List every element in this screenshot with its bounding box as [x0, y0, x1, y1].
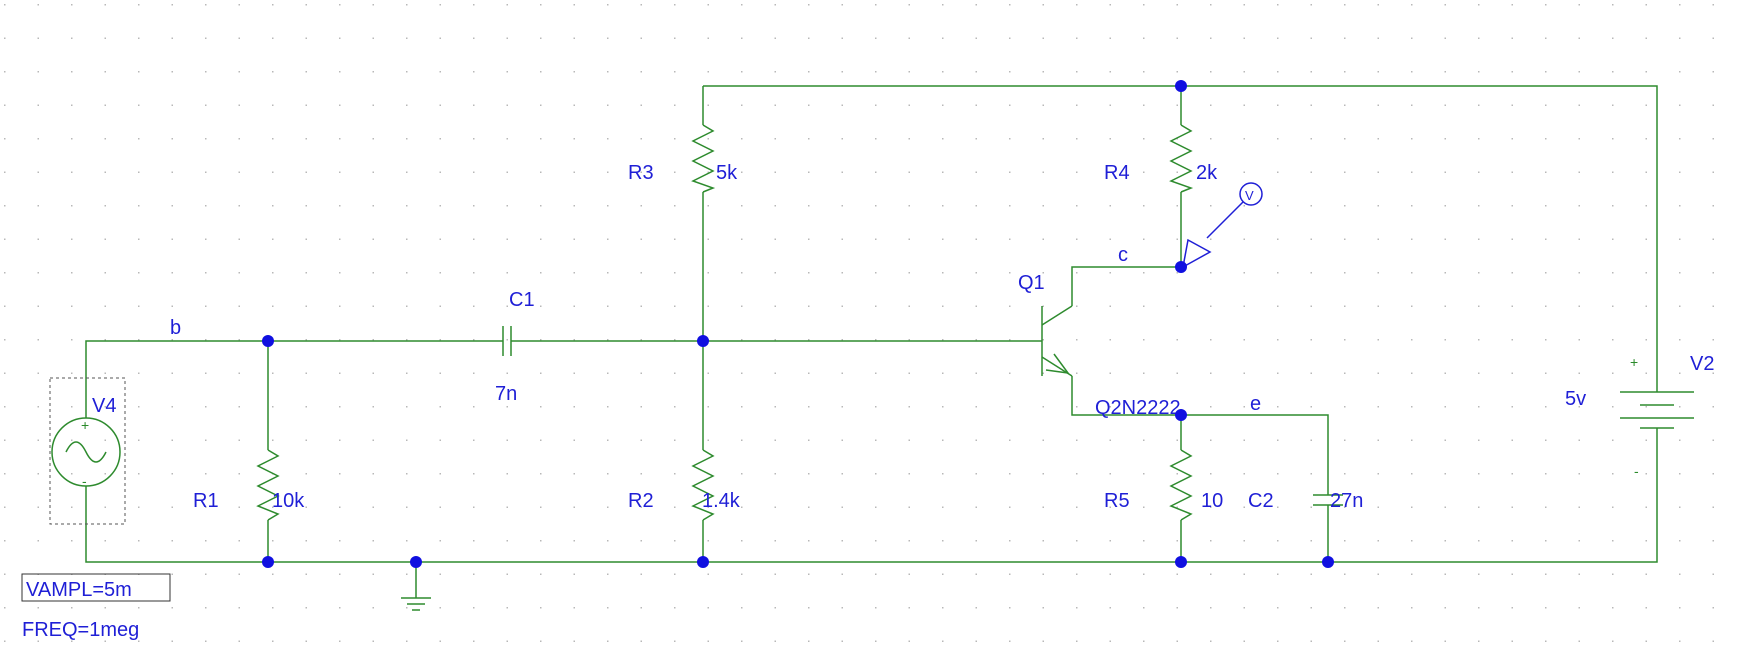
c1-capacitor[interactable] — [492, 326, 522, 356]
v4-ref-label: V4 — [92, 395, 116, 417]
v4-freq-label[interactable]: FREQ=1meg — [22, 619, 139, 641]
r1-ref-label: R1 — [193, 490, 219, 512]
node-gnd-r2 — [697, 556, 709, 568]
c2-value-label: 27n — [1330, 490, 1363, 512]
net-label-e: e — [1250, 393, 1261, 415]
wires — [85, 85, 1658, 598]
v4-minus: - — [82, 473, 87, 489]
node-b-r1 — [262, 335, 274, 347]
junction-nodes — [262, 80, 1334, 568]
wire-emitter — [1071, 376, 1329, 495]
wire-v4-to-b — [85, 340, 492, 386]
v4-plus: + — [81, 417, 89, 433]
v2-ref-label: V2 — [1690, 353, 1714, 375]
net-label-c: c — [1118, 244, 1128, 266]
wire-bottom-rail — [85, 428, 1658, 563]
r1-resistor[interactable] — [256, 449, 280, 521]
node-base — [697, 335, 709, 347]
node-gnd — [410, 556, 422, 568]
r4-resistor[interactable] — [1169, 124, 1194, 193]
q1-ref-label: Q1 — [1018, 272, 1045, 294]
c1-ref-label: C1 — [509, 289, 535, 311]
r5-ref-label: R5 — [1104, 490, 1130, 512]
node-emitter — [1175, 409, 1187, 421]
v4-ac-source[interactable]: + - V4 — [49, 377, 126, 525]
r1-value-label: 10k — [272, 490, 305, 512]
q1-model-label: Q2N2222 — [1095, 397, 1181, 419]
vampl-box — [21, 573, 171, 602]
ground-symbol[interactable] — [401, 597, 431, 611]
v2-plus: + — [1630, 354, 1638, 370]
node-gnd-r1 — [262, 556, 274, 568]
node-top-r4 — [1175, 80, 1187, 92]
r3-resistor[interactable] — [691, 124, 716, 193]
node-collector — [1175, 261, 1187, 273]
net-label-b: b — [170, 317, 181, 339]
v2-minus: - — [1634, 463, 1639, 479]
r3-ref-label: R3 — [628, 162, 654, 184]
v2-battery[interactable] — [1620, 355, 1694, 429]
v4-vampl-label[interactable]: VAMPL=5m — [26, 579, 132, 601]
q1-transistor[interactable] — [1032, 286, 1073, 377]
wire-top-rail — [703, 85, 1658, 355]
probe-symbol: V — [1245, 188, 1254, 203]
v4-bounding-box — [49, 377, 126, 525]
r4-ref-label: R4 — [1104, 162, 1130, 184]
wire-collector — [1071, 266, 1181, 286]
r5-value-label: 10 — [1201, 490, 1223, 512]
node-gnd-r5 — [1175, 556, 1187, 568]
voltage-probe-marker[interactable]: V — [1181, 182, 1263, 269]
r2-resistor[interactable] — [691, 449, 715, 521]
c2-ref-label: C2 — [1248, 490, 1274, 512]
c1-value-label: 7n — [495, 383, 517, 405]
r3-value-label: 5k — [716, 162, 738, 184]
voltage-probe-icon — [1239, 182, 1263, 206]
r2-value-label: 1.4k — [702, 490, 741, 512]
r2-ref-label: R2 — [628, 490, 654, 512]
c2-capacitor[interactable] — [1313, 494, 1343, 506]
r4-value-label: 2k — [1196, 162, 1218, 184]
v2-value-label: 5v — [1565, 388, 1586, 410]
node-gnd-c2 — [1322, 556, 1334, 568]
r5-resistor[interactable] — [1169, 449, 1193, 521]
